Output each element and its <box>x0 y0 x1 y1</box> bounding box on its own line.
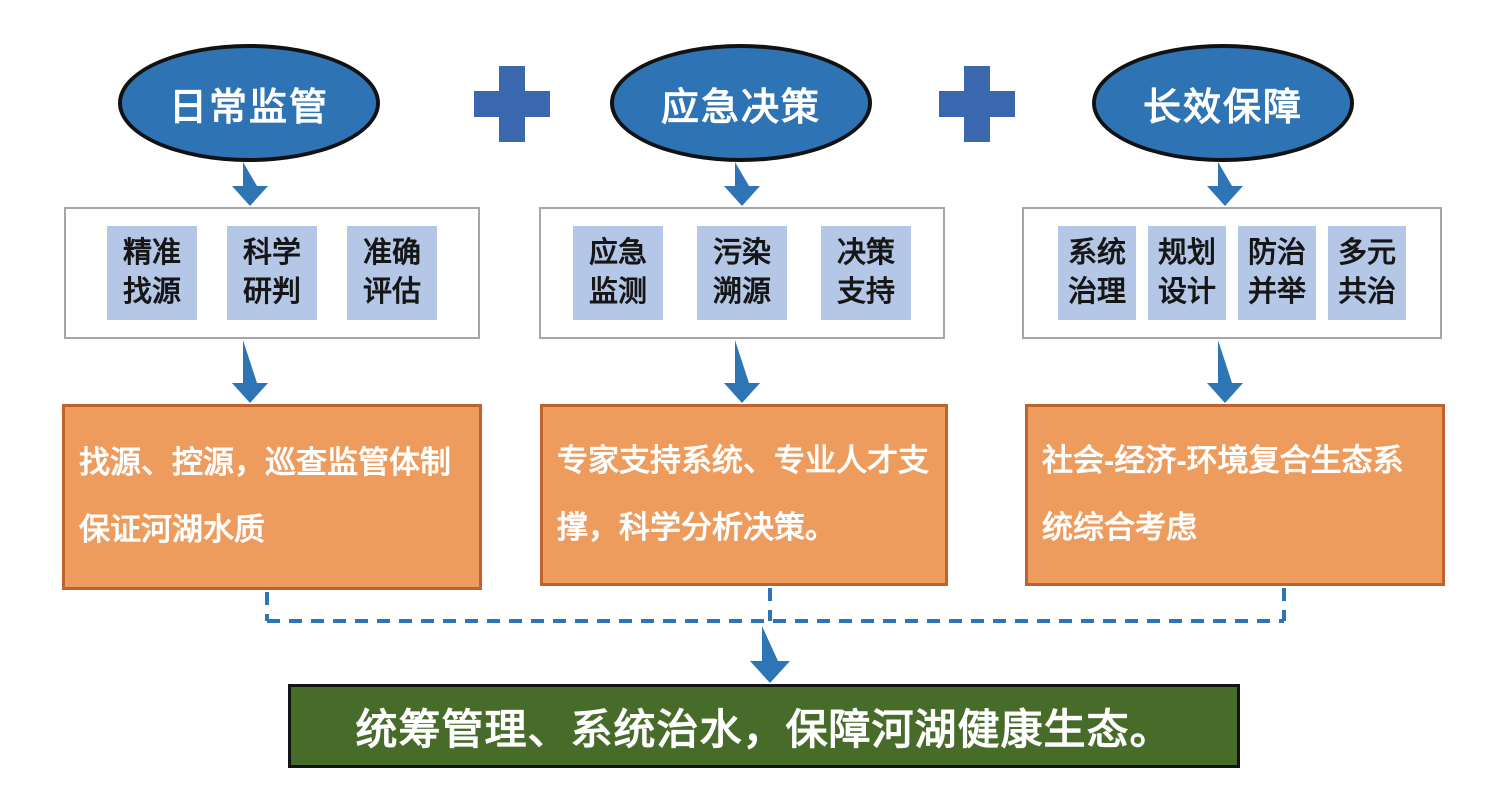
summary-box-longterm-guarantee: 社会-经济-环境复合生态系统综合考虑 <box>1025 404 1445 586</box>
item-chip: 精准 找源 <box>106 225 197 321</box>
item-chip: 污染 溯源 <box>696 225 787 321</box>
plus-icon <box>939 66 1015 142</box>
arrow-down-icon <box>1207 340 1243 403</box>
summary-box-daily-supervision: 找源、控源，巡查监管体制保证河湖水质 <box>62 404 482 590</box>
plus-icon <box>474 66 550 142</box>
item-chip: 科学 研判 <box>226 225 317 321</box>
header-ellipse-longterm-guarantee: 长效保障 <box>1092 44 1354 162</box>
header-label: 长效保障 <box>1142 86 1303 129</box>
item-label: 决策 支持 <box>837 236 896 308</box>
item-label: 准确 评估 <box>363 236 422 308</box>
items-panel-emergency-decision: 应急 监测 污染 溯源 决策 支持 <box>539 207 945 339</box>
item-label: 规划 设计 <box>1157 236 1216 308</box>
item-label: 多元 共治 <box>1338 236 1397 308</box>
conclusion-text: 统筹管理、系统治水，保障河湖健康生态。 <box>355 705 1173 753</box>
items-panel-longterm-guarantee: 系统 治理 规划 设计 防治 并举 多元 共治 <box>1022 207 1442 339</box>
summary-box-emergency-decision: 专家支持系统、专业人才支撑，科学分析决策。 <box>540 404 948 586</box>
item-label: 应急 监测 <box>588 236 647 308</box>
summary-text: 社会-经济-环境复合生态系统综合考虑 <box>1042 443 1404 545</box>
item-chip: 规划 设计 <box>1147 225 1226 321</box>
arrow-down-icon <box>232 340 268 403</box>
summary-text: 专家支持系统、专业人才支撑，科学分析决策。 <box>557 443 929 545</box>
item-label: 防治 并举 <box>1248 236 1307 308</box>
item-chip: 应急 监测 <box>572 225 663 321</box>
header-label: 应急决策 <box>660 86 821 129</box>
arrow-down-icon <box>724 162 760 206</box>
arrow-down-icon <box>724 340 760 403</box>
dashed-connector-line <box>265 588 1286 623</box>
items-panel-daily-supervision: 精准 找源 科学 研判 准确 评估 <box>64 207 480 339</box>
summary-text: 找源、控源，巡查监管体制保证河湖水质 <box>79 445 451 547</box>
arrow-down-icon <box>232 162 268 206</box>
item-chip: 防治 并举 <box>1238 225 1317 321</box>
item-chip: 准确 评估 <box>347 225 438 321</box>
item-label: 精准 找源 <box>122 236 181 308</box>
arrow-down-icon <box>750 626 790 683</box>
item-label: 系统 治理 <box>1067 236 1126 308</box>
header-ellipse-emergency-decision: 应急决策 <box>610 44 872 162</box>
item-chip: 多元 共治 <box>1328 225 1407 321</box>
item-chip: 系统 治理 <box>1057 225 1136 321</box>
item-label: 科学 研判 <box>242 236 301 308</box>
header-label: 日常监管 <box>168 86 329 129</box>
arrow-down-icon <box>1207 162 1243 206</box>
item-chip: 决策 支持 <box>821 225 912 321</box>
header-ellipse-daily-supervision: 日常监管 <box>118 44 380 162</box>
item-label: 污染 溯源 <box>712 236 771 308</box>
conclusion-box: 统筹管理、系统治水，保障河湖健康生态。 <box>288 684 1240 768</box>
